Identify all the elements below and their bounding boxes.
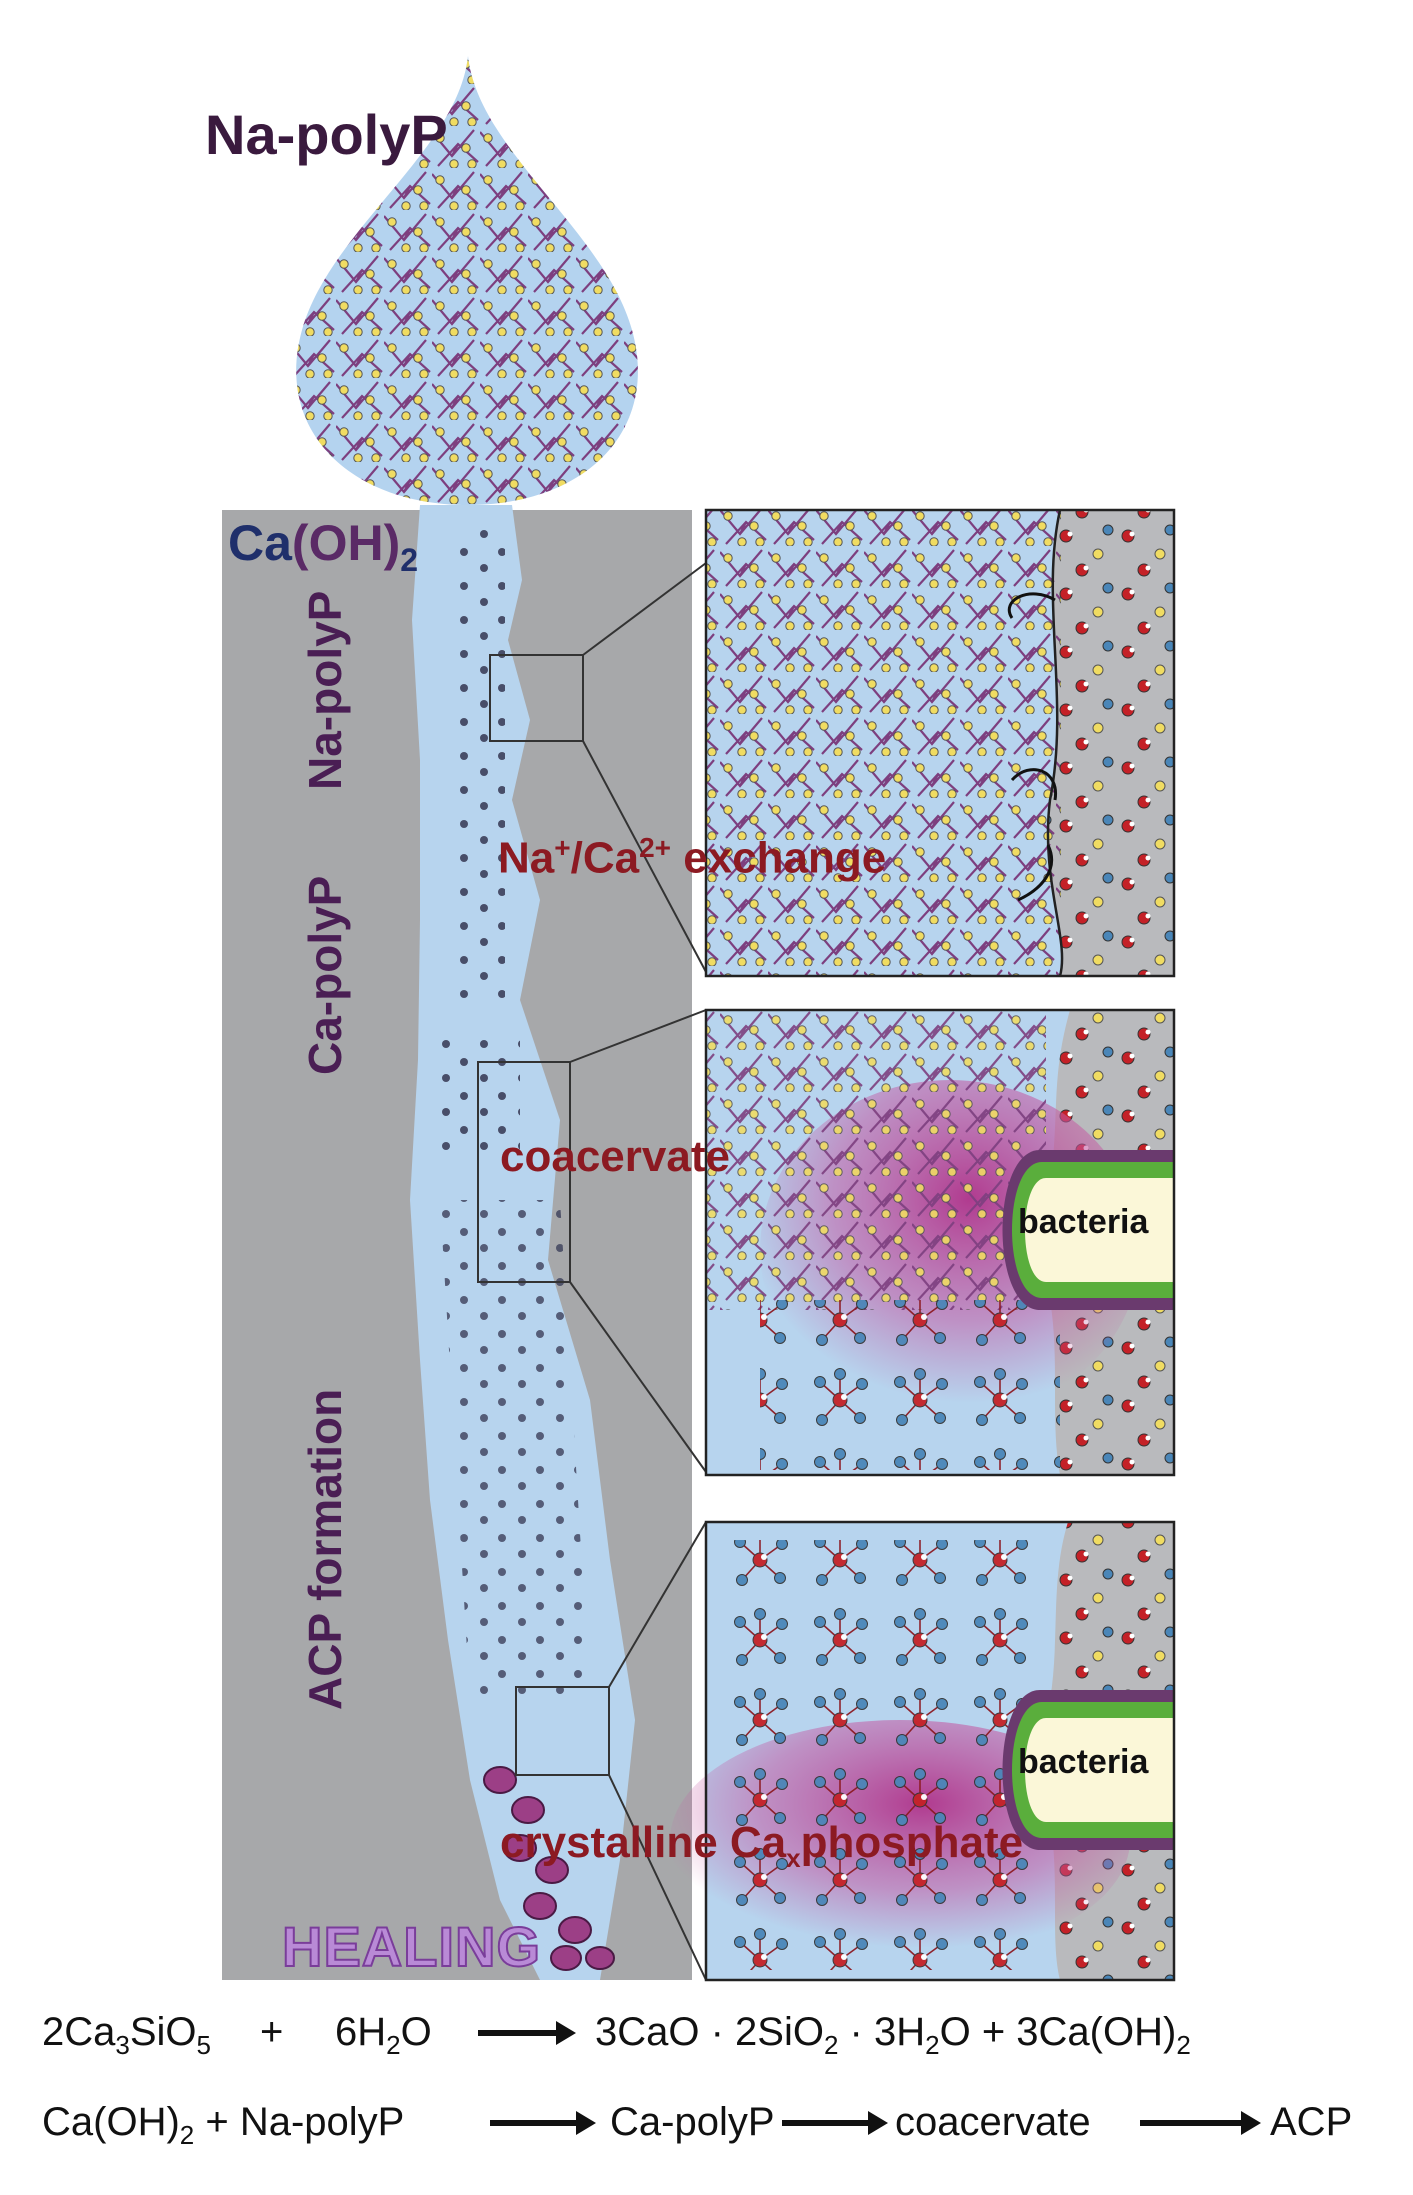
- label-crystalline-phosphate: crystalline Caxphosphate: [500, 1818, 1024, 1873]
- side-label-ca-polyp: Ca-polyP: [299, 875, 351, 1075]
- eq2-arrow-1: [490, 2111, 596, 2135]
- eq2-reactants: Ca(OH)2 + Na-polyP: [42, 2100, 405, 2150]
- label-healing: HEALING: [281, 1914, 541, 1979]
- eq1-reactant-water: 6H2O: [335, 2010, 432, 2060]
- stream-particles: [440, 530, 520, 1160]
- label-coacervate: coacervate: [500, 1132, 730, 1181]
- crystal-beads: [483, 1766, 615, 1971]
- polyp-droplet: [296, 56, 638, 505]
- zoom-box-3: [515, 1521, 707, 1981]
- label-bacteria-1: bacteria: [1018, 1203, 1149, 1241]
- eq2-arrow-2: [782, 2111, 888, 2135]
- detail-panel-exchange: [704, 508, 1176, 978]
- detail-panel-crystalline: [670, 1520, 1176, 1982]
- label-ion-exchange: Na+/Ca2+ exchange: [498, 832, 887, 883]
- label-calcium-hydroxide: Ca(OH)2: [228, 515, 419, 578]
- title-na-polyp: Na-polyP: [205, 103, 448, 166]
- eq2-acp: ACP: [1270, 2100, 1353, 2144]
- side-label-na-polyp: Na-polyP: [299, 590, 351, 790]
- detail-panel-coacervate: [704, 1008, 1176, 1477]
- eq2-coacervate: coacervate: [895, 2100, 1091, 2144]
- eq1-products: 3CaO · 2SiO2 · 3H2O + 3Ca(OH)2: [595, 2010, 1191, 2060]
- eq1-reactant-silicate: 2Ca3SiO5: [42, 2010, 212, 2060]
- eq2-arrow-3: [1140, 2111, 1261, 2135]
- zoom-box-2: [477, 1009, 707, 1473]
- stream-dots: [440, 1200, 590, 1700]
- eq1-plus: +: [260, 2010, 284, 2054]
- side-label-acp-formation: ACP formation: [299, 1388, 351, 1710]
- label-bacteria-2: bacteria: [1018, 1743, 1149, 1781]
- zoom-box-1: [489, 562, 707, 973]
- eq2-ca-polyp: Ca-polyP: [610, 2100, 775, 2144]
- eq1-arrow: [478, 2021, 576, 2045]
